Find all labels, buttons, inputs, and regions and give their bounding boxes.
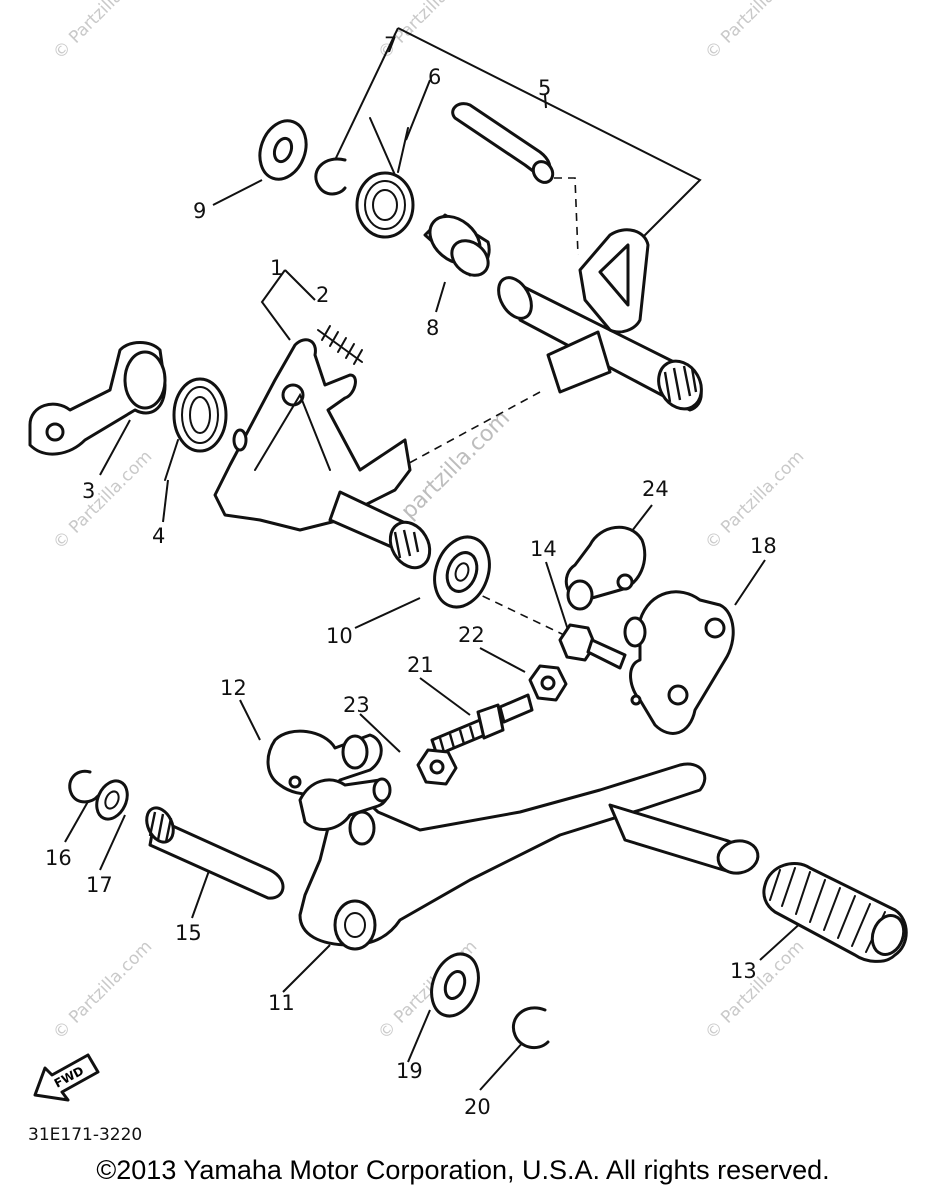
callout-7: 7 [384,33,397,57]
alignment-lines [399,177,586,646]
part-22-nut [528,664,568,702]
part-19-washer [430,952,480,1018]
callout-10: 10 [326,624,353,648]
fwd-arrow-icon: FWD [33,1053,100,1102]
callout-8: 8 [426,316,439,340]
part-20-circlip [511,1006,550,1050]
callout-4: 4 [152,524,165,548]
copyright-notice: ©2013 Yamaha Motor Corporation, U.S.A. A… [96,1155,830,1185]
part-24-rod-end [564,525,647,611]
callout-18: 18 [750,534,777,558]
part-14-bolt [558,623,627,670]
exploded-view-drawing: © Partzilla.com © Partzilla.com © Partzi… [28,0,908,1145]
callout-numbers: 7 6 5 9 1 2 8 3 4 10 14 24 18 22 21 12 2… [45,33,777,1119]
watermark: © Partzilla.com [701,0,808,64]
part-16-circlip [68,769,100,804]
callout-1: 1 [270,256,283,280]
part-3-lever [28,341,167,456]
part-9-washer [258,119,308,181]
callout-9: 9 [193,199,206,223]
part-23-nut [416,748,458,786]
part-13-pedal-rubber [762,862,908,963]
part-6-torsion-spring [355,117,415,239]
watermark: © Partzilla.com [701,937,808,1044]
callout-11: 11 [268,991,295,1015]
part-5-shift-shaft [497,228,703,412]
callout-5: 5 [538,76,551,100]
part-8-collar [423,213,491,277]
callout-13: 13 [730,959,757,983]
callout-15: 15 [175,921,202,945]
watermark: © Partzilla.com [49,937,156,1044]
callout-22: 22 [458,623,485,647]
callout-20: 20 [464,1095,491,1119]
leader-lines [64,27,816,1091]
callout-12: 12 [220,676,247,700]
callout-16: 16 [45,846,72,870]
callout-17: 17 [86,873,113,897]
part-4-spring [164,377,228,481]
part-18-rod-end [623,590,735,735]
callout-19: 19 [396,1059,423,1083]
part-21-adjuster-bolt [430,693,534,757]
callout-3: 3 [82,479,95,503]
part-2-spring [317,325,363,365]
part-5-pin [451,102,555,184]
part-11-shift-pedal [298,762,760,951]
watermark: © Partzilla.com [49,447,156,554]
callout-6: 6 [428,65,441,89]
part-12-rod-end [266,729,383,796]
part-10-bearing [433,535,491,609]
part-1-shift-arm [213,338,432,570]
callout-14: 14 [530,537,557,561]
part-15-shaft [145,806,285,900]
callout-24: 24 [642,477,669,501]
watermark-center: partzilla.com [397,406,515,524]
callout-21: 21 [407,653,434,677]
diagram-code: 31E171-3220 [28,1125,142,1145]
watermark: © Partzilla.com [49,0,156,64]
part-7-circlip [314,157,347,196]
callout-2: 2 [316,283,329,307]
part-17-washer [95,779,129,821]
callout-23: 23 [343,693,370,717]
